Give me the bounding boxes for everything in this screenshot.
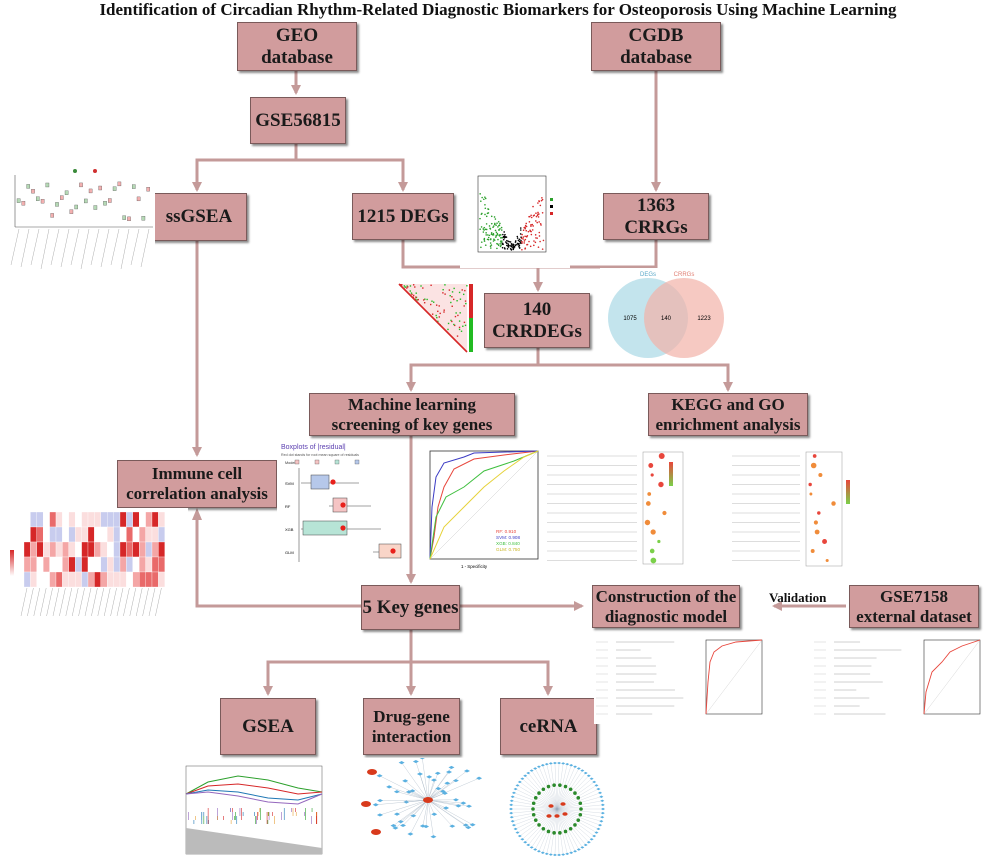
page-title: Identification of Circadian Rhythm-Relat… [99, 0, 897, 19]
degs-box: 1215 DEGs [352, 193, 454, 240]
gsea-label: GSEA [242, 715, 294, 737]
model-label-glm: GLM [285, 550, 294, 555]
venn-right-label: CRRGs [674, 272, 695, 278]
crrgs-box: 1363 CRRGs [603, 193, 709, 240]
correlation-heatmap-thumbnail [395, 280, 475, 358]
venn-left-count: 1075 [623, 316, 637, 322]
crrdegs-box: 140 CRRDEGs [484, 293, 590, 348]
kegg-label-2: enrichment analysis [655, 414, 801, 434]
model-label-rf: RF [285, 504, 291, 509]
boxplot-title: Boxplots of |residual| [281, 444, 346, 451]
degs-label: 1215 DEGs [357, 205, 449, 227]
crrgs-label: 1363 CRRGs [624, 194, 688, 238]
residual-boxplot-thumbnail: Boxplots of |residual| Red dot stands fo… [277, 440, 409, 572]
model-label-xgb: XGB [285, 527, 294, 532]
validation-label: Validation [769, 590, 827, 605]
crrdegs-label: CRRDEGs [492, 320, 582, 342]
drug-gene-box: Drug-gene interaction [363, 698, 460, 755]
gse7158-label-2: external dataset [856, 606, 972, 626]
key-genes-box: 5 Key genes [361, 585, 460, 630]
key-genes-label: 5 Key genes [362, 596, 459, 618]
cerna-label: ceRNA [519, 715, 578, 737]
venn-diagram-thumbnail: DEGs CRRGs 1075 140 1223 [600, 268, 730, 360]
nomogram-thumbnail [594, 636, 694, 724]
gse56815-label: GSE56815 [255, 109, 341, 131]
crrdegs-count: 140 [522, 298, 552, 320]
ssgsea-boxplot-thumbnail [5, 165, 155, 277]
model-roc-thumbnail [696, 632, 766, 724]
roc-legend-xgb: XGB: 0.840 [496, 541, 520, 546]
drug-label-2: interaction [371, 726, 452, 746]
construction-label-2: diagnostic model [604, 606, 728, 626]
venn-left-label: DEGs [640, 272, 656, 278]
cgdb-database-box: CGDB database [591, 22, 721, 71]
kegg-go-box: KEGG and GO enrichment analysis [648, 393, 808, 436]
boxplot-legend-title: Model [285, 461, 295, 465]
immune-heatmap-thumbnail [4, 508, 188, 628]
gse7158-label-1: GSE7158 [879, 586, 949, 606]
volcano-plot-thumbnail [460, 170, 570, 268]
venn-overlap-count: 140 [661, 316, 672, 322]
external-roc-thumbnail [912, 632, 986, 724]
cerna-network-thumbnail [505, 758, 609, 860]
kegg-dotplot-thumbnail [543, 448, 693, 576]
cgdb-database-label: CGDB database [620, 24, 692, 68]
go-dotplot-thumbnail [728, 448, 860, 576]
immune-label-1: Immune cell [151, 464, 243, 484]
roc-legend-svm: SVM: 0.908 [496, 535, 520, 540]
machine-learning-box: Machine learning screening of key genes [309, 393, 515, 436]
drug-network-thumbnail [346, 758, 492, 858]
gse56815-box: GSE56815 [250, 97, 346, 144]
model-label-svm: SVM [285, 481, 294, 486]
construction-label-1: Construction of the [595, 586, 737, 606]
gsea-plot-thumbnail [178, 762, 328, 858]
geo-database-box: GEO database [237, 22, 357, 71]
immune-label-2: correlation analysis [126, 484, 268, 503]
drug-label-1: Drug-gene [373, 706, 450, 726]
boxplot-subtitle: Red dot stands for root mean square of r… [281, 453, 359, 457]
ml-label-1: Machine learning [348, 394, 476, 414]
ml-label-2: screening of key genes [331, 414, 493, 434]
roc-legend-glm: GLM: 0.750 [496, 547, 520, 552]
gsea-box: GSEA [220, 698, 316, 755]
ssgsea-box: ssGSEA [151, 193, 247, 241]
ssgsea-label: ssGSEA [165, 206, 233, 228]
venn-right-count: 1223 [697, 316, 711, 322]
roc-x-axis-label: 1 - Specificity [461, 564, 488, 569]
roc-legend-rf: RF: 0.910 [496, 529, 517, 534]
diagnostic-model-box: Construction of the diagnostic model [592, 585, 740, 628]
geo-database-label: GEO database [261, 24, 333, 68]
roc-curve-thumbnail: RF: 0.910 SVM: 0.908 XGB: 0.840 GLM: 0.7… [414, 447, 542, 571]
external-nomogram-thumbnail [812, 636, 912, 724]
gse7158-box: GSE7158 external dataset [849, 585, 979, 628]
immune-cell-box: Immune cell correlation analysis [117, 460, 277, 508]
kegg-label-1: KEGG and GO [671, 394, 785, 414]
cerna-box: ceRNA [500, 698, 597, 755]
